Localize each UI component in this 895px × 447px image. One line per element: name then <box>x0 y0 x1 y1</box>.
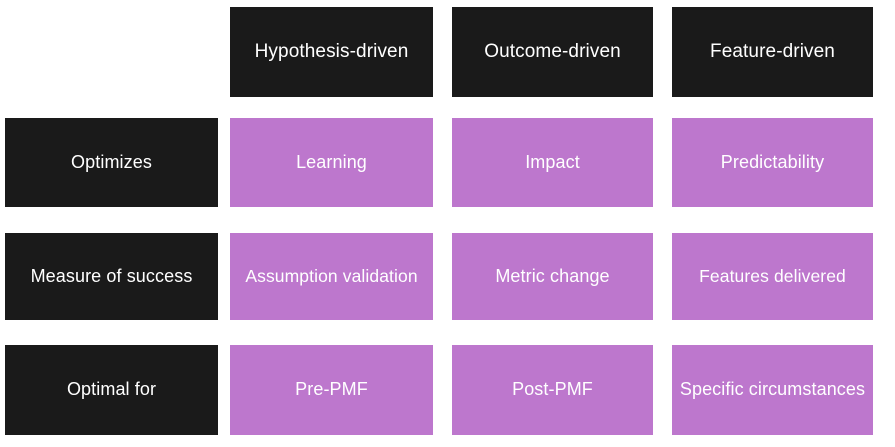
matrix-corner-cell <box>5 7 218 97</box>
cell-optimal-for-feature-driven: Specific circumstances <box>672 345 873 435</box>
column-header-hypothesis-driven: Hypothesis-driven <box>230 7 433 97</box>
column-header-outcome-driven: Outcome-driven <box>452 7 653 97</box>
column-header-feature-driven: Feature-driven <box>672 7 873 97</box>
cell-measure-of-success-hypothesis-driven: Assumption validation <box>230 233 433 320</box>
cell-measure-of-success-feature-driven: Features delivered <box>672 233 873 320</box>
cell-optimal-for-outcome-driven: Post-PMF <box>452 345 653 435</box>
row-header-measure-of-success: Measure of success <box>5 233 218 320</box>
cell-optimizes-outcome-driven: Impact <box>452 118 653 207</box>
cell-measure-of-success-outcome-driven: Metric change <box>452 233 653 320</box>
cell-optimizes-feature-driven: Predictability <box>672 118 873 207</box>
cell-optimal-for-hypothesis-driven: Pre-PMF <box>230 345 433 435</box>
row-header-optimal-for: Optimal for <box>5 345 218 435</box>
cell-optimizes-hypothesis-driven: Learning <box>230 118 433 207</box>
row-header-optimizes: Optimizes <box>5 118 218 207</box>
